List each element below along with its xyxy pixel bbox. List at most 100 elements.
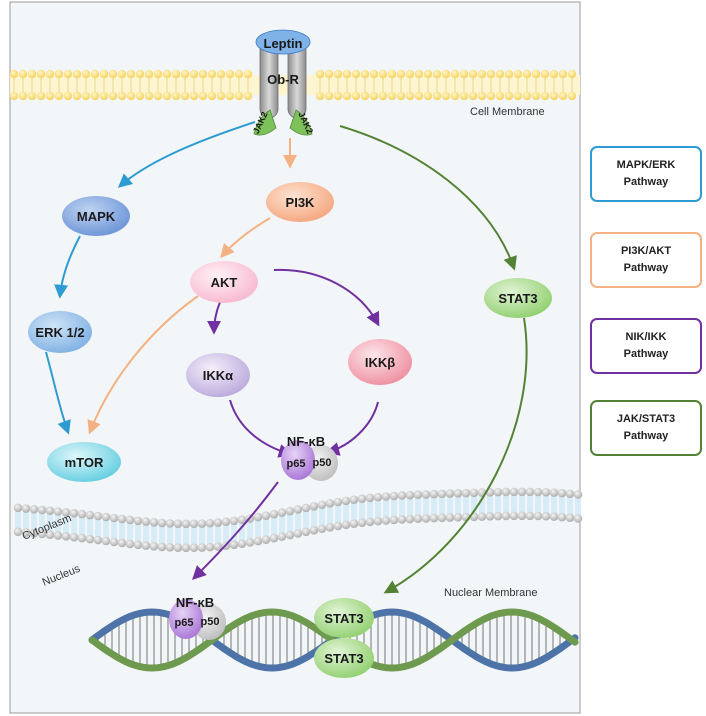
nuclear-lipid-head bbox=[85, 534, 95, 544]
nuclear-lipid-head bbox=[189, 543, 199, 553]
lipid-head bbox=[450, 69, 460, 79]
nfkb-cytoplasm-p65: p65 bbox=[287, 458, 306, 470]
nuclear-lipid-head bbox=[37, 505, 47, 515]
lipid-head bbox=[405, 91, 415, 101]
lipid-head bbox=[477, 69, 487, 79]
nuclear-lipid-head bbox=[501, 487, 511, 497]
mapk-label: MAPK bbox=[77, 209, 116, 224]
nfkb-nucleus-p65: p65 bbox=[175, 617, 194, 629]
nuclear-lipid-head bbox=[237, 515, 247, 524]
lipid-head bbox=[225, 91, 235, 101]
nuclear-lipid-head bbox=[93, 511, 103, 521]
lipid-head bbox=[396, 69, 406, 79]
jak-stat3-arrows bbox=[339, 125, 528, 594]
nuclear-lipid-head bbox=[197, 519, 207, 528]
nuclear-lipid-head bbox=[21, 504, 31, 513]
nuclear-lipid-head bbox=[429, 513, 439, 523]
nfkb-nucleus-label: NF-κB bbox=[176, 595, 214, 610]
nuclear-lipid-head bbox=[389, 515, 399, 525]
lipid-head bbox=[171, 69, 181, 79]
lipid-head bbox=[117, 91, 127, 101]
nuclear-lipid-head bbox=[429, 489, 439, 499]
nuclear-lipid-head bbox=[397, 491, 407, 500]
legend-jak-stat3: JAK/STAT3 Pathway bbox=[590, 400, 702, 456]
nuclear-lipid-head bbox=[341, 496, 351, 506]
lipid-head bbox=[153, 69, 163, 79]
nuclear-lipid-head bbox=[509, 511, 519, 521]
lipid-head bbox=[243, 91, 253, 101]
mtor-node: mTOR bbox=[47, 442, 121, 482]
lipid-head bbox=[423, 69, 433, 79]
lipid-head bbox=[495, 69, 505, 79]
lipid-head bbox=[387, 91, 397, 101]
nuclear-lipid-head bbox=[53, 507, 63, 516]
nuclear-lipid-head bbox=[517, 511, 527, 521]
lipid-head bbox=[387, 69, 397, 79]
nuclear-lipid-head bbox=[389, 491, 399, 501]
legend-mapk-erk-label: MAPK/ERK Pathway bbox=[616, 159, 676, 188]
nuclear-lipid-head bbox=[213, 518, 223, 527]
lipid-head bbox=[324, 69, 334, 79]
nuclear-lipid-head bbox=[541, 511, 551, 521]
nuclear-lipid-head bbox=[205, 542, 215, 552]
nuclear-lipid-head bbox=[69, 508, 79, 518]
nuclear-lipid-head bbox=[149, 518, 159, 527]
nuclear-lipid-head bbox=[45, 530, 55, 540]
lipid-head bbox=[126, 69, 136, 79]
nuclear-lipid-head bbox=[349, 519, 359, 528]
nuclear-membrane-label: Nuclear Membrane bbox=[444, 587, 538, 599]
nuclear-lipid-head bbox=[501, 511, 511, 521]
nuclear-lipid-head bbox=[413, 514, 423, 524]
nuclear-lipid-head bbox=[213, 542, 223, 551]
nuclear-lipid-head bbox=[133, 516, 143, 526]
mtor-label: mTOR bbox=[65, 455, 104, 470]
lipid-head bbox=[522, 69, 532, 79]
arrow-ikka-to-nfkb bbox=[229, 399, 293, 458]
nuclear-lipid-head bbox=[245, 538, 255, 547]
nuclear-lipid-head bbox=[85, 510, 95, 520]
arrow-stat3-to-nucleus bbox=[383, 317, 528, 594]
nuclear-lipid-head bbox=[269, 509, 279, 519]
lipid-head bbox=[378, 69, 388, 79]
nuclear-lipid-head bbox=[109, 537, 119, 547]
lipid-head bbox=[486, 91, 496, 101]
lipid-head bbox=[369, 69, 379, 79]
nuclear-lipid-head bbox=[493, 511, 503, 521]
lipid-head bbox=[72, 91, 82, 101]
akt-node: AKT bbox=[190, 261, 258, 303]
lipid-head bbox=[369, 91, 379, 101]
nuclear-lipid-head bbox=[165, 519, 175, 528]
nuclear-lipid-head bbox=[533, 487, 543, 497]
nuclear-lipid-head bbox=[437, 489, 447, 499]
lipid-head bbox=[81, 69, 91, 79]
lipid-head bbox=[351, 91, 361, 101]
nuclear-lipid-head bbox=[93, 535, 103, 545]
lipid-head bbox=[504, 91, 514, 101]
nuclear-lipid-head bbox=[101, 536, 111, 546]
nuclear-lipid-head bbox=[45, 506, 55, 516]
nuclear-lipid-head bbox=[421, 514, 431, 523]
nuclear-lipid-head bbox=[469, 488, 479, 498]
stat3-node: STAT3 bbox=[484, 278, 552, 318]
lipid-head bbox=[18, 91, 28, 101]
lipid-head bbox=[234, 69, 244, 79]
nfkb-nucleus-p50: p50 bbox=[201, 616, 220, 628]
akt-label: AKT bbox=[211, 275, 238, 290]
nuclear-lipid-head bbox=[357, 494, 367, 504]
lipid-head bbox=[9, 69, 19, 79]
lipid-head bbox=[54, 91, 64, 101]
lipid-head bbox=[360, 69, 370, 79]
lipid-head bbox=[315, 91, 325, 101]
legend-jak-stat3-label: JAK/STAT3 Pathway bbox=[616, 413, 676, 442]
nuclear-lipid-head bbox=[221, 517, 231, 527]
nuclear-lipid-head bbox=[13, 503, 23, 513]
arrow-jak2-to-mapk bbox=[117, 121, 256, 188]
nuclear-lipid-head bbox=[573, 490, 583, 499]
nuclear-lipid-head bbox=[357, 518, 367, 528]
nuclear-lipid-head bbox=[557, 488, 567, 498]
lipid-head bbox=[531, 91, 541, 101]
lipid-head bbox=[162, 69, 172, 79]
lipid-head bbox=[36, 91, 46, 101]
nuclear-lipid-head bbox=[181, 519, 191, 529]
cell-membrane-label: Cell Membrane bbox=[470, 106, 545, 118]
